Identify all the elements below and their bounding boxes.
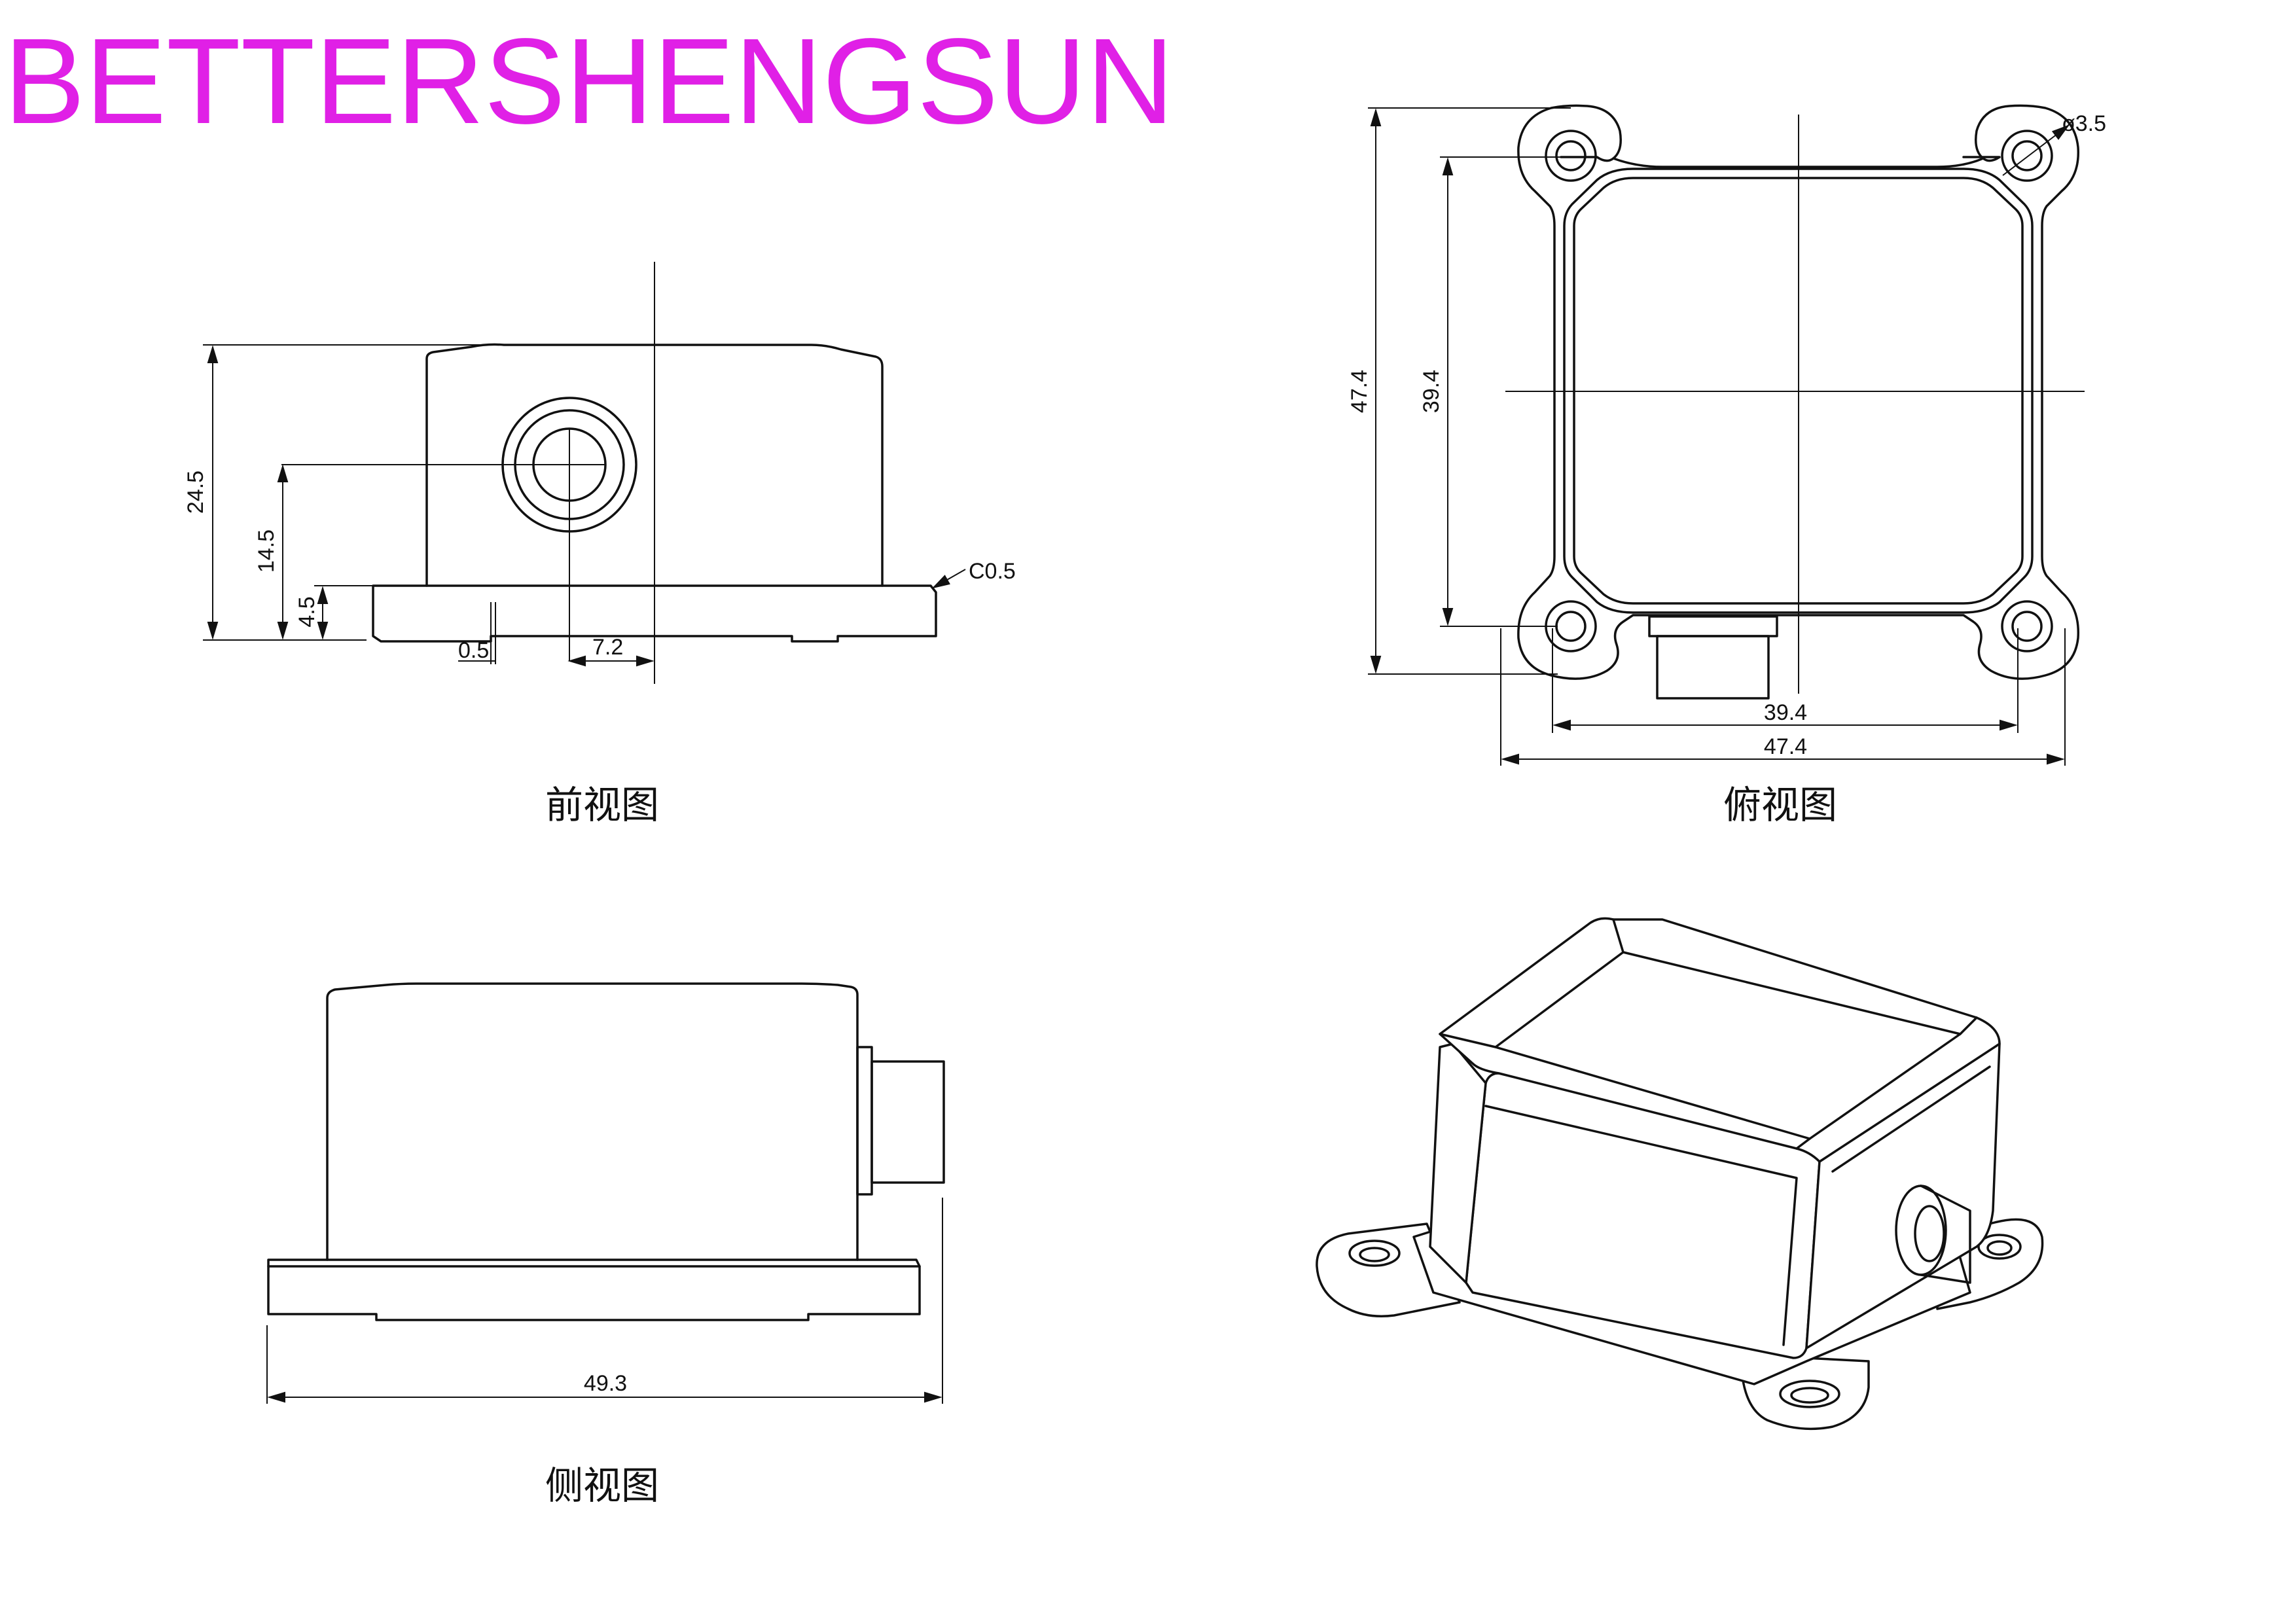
caption-side-view: 侧视图 bbox=[545, 1463, 659, 1508]
dim-side-length: 49.3 bbox=[584, 1371, 627, 1396]
brand-title: BETTERSHENGSUN bbox=[4, 14, 1174, 149]
dim-top-hole-dia: ø3.5 bbox=[2062, 111, 2106, 136]
top-view: ø3.5 47.4 39.4 39.4 47.4 俯视图 bbox=[1347, 104, 2106, 827]
dim-front-step: 0.5 bbox=[458, 638, 489, 663]
dim-front-height: 24.5 bbox=[183, 471, 208, 514]
dim-top-outer-height: 47.4 bbox=[1347, 370, 1372, 413]
dim-front-offset: 7.2 bbox=[592, 635, 623, 660]
dim-top-outer-width: 47.4 bbox=[1764, 734, 1807, 759]
dim-top-inner-width: 39.4 bbox=[1764, 700, 1807, 725]
dim-top-inner-height: 39.4 bbox=[1419, 370, 1444, 413]
dim-front-chamfer: C0.5 bbox=[969, 559, 1016, 584]
front-view: 24.5 14.5 4.5 0.5 7.2 C0.5 前视图 bbox=[183, 262, 1016, 827]
isometric-view bbox=[1316, 917, 2044, 1431]
dim-front-base-height: 4.5 bbox=[295, 596, 319, 627]
side-view: 49.3 侧视图 bbox=[266, 982, 945, 1508]
caption-front-view: 前视图 bbox=[545, 783, 659, 827]
dim-front-center-height: 14.5 bbox=[254, 529, 279, 573]
caption-top-view: 俯视图 bbox=[1723, 783, 1837, 827]
